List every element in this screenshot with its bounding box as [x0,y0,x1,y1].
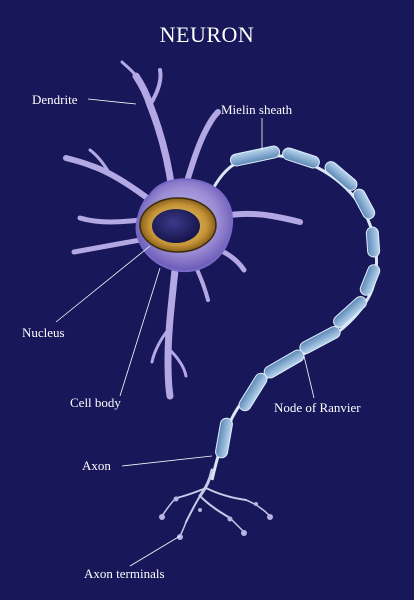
terminal-button [177,534,183,540]
axon-terminal-buttons [159,496,273,540]
myelin-segment [238,372,268,412]
dendrite-branch [63,155,153,203]
dendrite-branch [77,215,143,225]
dendrite-branch [71,237,143,255]
terminal-button [159,514,165,520]
label-node-of-ranvier: Node of Ranvier [274,400,361,415]
label-dendrite: Dendrite [32,92,78,107]
dendrite-branch [150,328,170,364]
myelin-segment [299,325,341,355]
label-axon: Axon [82,458,111,473]
label-axon-terminals: Axon terminals [84,566,165,581]
terminal-button [198,508,202,512]
leader-node-of-ranvier [303,355,315,399]
myelin-segment [229,145,281,167]
label-nucleus: Nucleus [22,325,65,340]
diagram-title: NEURON [159,22,255,47]
dendrite-branch [120,60,138,78]
terminal-button [241,530,247,536]
label-cell-body: Cell body [70,395,121,410]
dendrite-branch [182,109,221,191]
myelin-segment [215,417,233,459]
terminal-button [254,502,258,506]
dendrite-branch [164,266,179,400]
dendrite-branch [148,68,163,107]
dendrite-branch [168,348,188,378]
leader-lines [55,98,315,567]
myelin-segment [365,226,381,258]
leader-cell-body [119,267,161,397]
terminal-button [267,514,273,520]
leader-dendrite [87,98,137,105]
myelin-sheath [215,145,381,459]
leader-axon [121,455,213,467]
myelin-segment [359,264,381,296]
myelin-segment [263,349,305,379]
terminal-button [227,516,233,522]
dendrite-branch [88,148,112,176]
leader-nucleus [55,245,151,323]
axon-terminal-tree [161,468,271,537]
myelin-segment [282,147,320,169]
dendrite-branch [132,72,176,194]
myelin-segment [352,188,376,220]
dendrites [63,60,303,400]
label-mielin-sheath: Mielin sheath [221,102,293,117]
nucleolus [152,209,200,243]
terminal-button [173,496,179,502]
leader-axon-terminals [129,535,181,567]
myelin-segment [324,161,358,191]
myelin-segment [333,296,367,328]
